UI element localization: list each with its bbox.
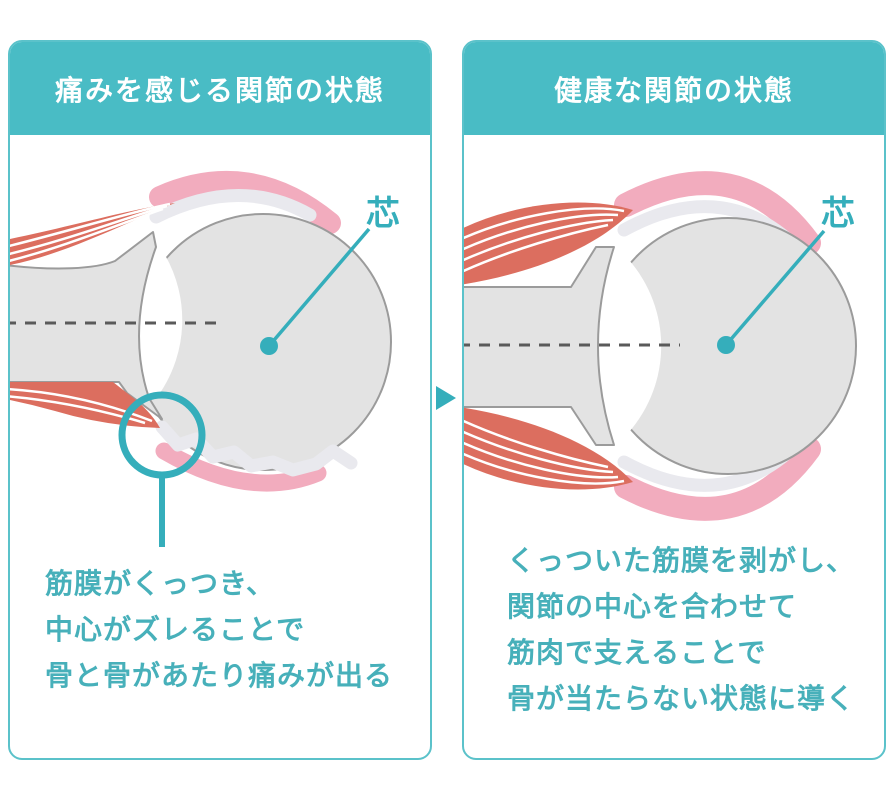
muscle-bottom-fiber: [10, 395, 146, 425]
fascia-band-top: [614, 171, 821, 255]
caption-line: 筋膜がくっつき、: [45, 568, 276, 599]
right-arrow-icon: [436, 386, 456, 410]
core-dot: [260, 337, 278, 355]
core-leader-line: [724, 229, 826, 347]
muscle-top-fiber: [464, 207, 625, 240]
caption-painful: 筋膜がくっつき、 中心がズレることで 骨と骨があたり痛みが出る: [45, 561, 393, 699]
muscle-bottom-fiber: [464, 430, 614, 474]
muscle-top-fiber: [464, 223, 609, 273]
joint-illustration-painful: 芯: [10, 170, 400, 547]
panel-painful-title: 痛みを感じる関節の状態: [10, 42, 430, 135]
core-dot: [717, 336, 735, 354]
capsule-layer-top: [149, 189, 317, 224]
caption-line: 骨が当たらない状態に導く: [507, 683, 856, 714]
panel-healthy-title: 健康な関節の状態: [464, 42, 884, 135]
core-label: 芯: [366, 195, 400, 233]
caption-line: 中心がズレることで: [45, 614, 306, 645]
caption-line: 骨と骨があたり痛みが出る: [45, 660, 394, 691]
core-label: 芯: [821, 195, 855, 233]
core-leader-line: [267, 227, 371, 348]
caption-line: くっついた筋膜を剥がし、: [507, 545, 856, 576]
muscle-bottom-fiber: [464, 452, 625, 485]
caption-healthy: くっついた筋膜を剥がし、 関節の中心を合わせて 筋肉で支えることで 骨が当たらな…: [507, 538, 855, 722]
muscle-top-fiber: [10, 207, 164, 262]
joint-illustration-healthy: 芯: [464, 171, 857, 521]
fascia-band-bottom: [155, 442, 327, 492]
caption-line: 筋肉で支えることで: [507, 637, 767, 668]
muscle-top-fiber: [464, 213, 619, 251]
caption-line: 関節の中心を合わせて: [507, 591, 798, 622]
panel-painful-joint: 痛みを感じる関節の状態: [8, 40, 432, 760]
panel-healthy-joint: 健康な関節の状態: [462, 40, 886, 760]
muscle-bottom-fiber: [464, 441, 619, 479]
muscle-top-fiber: [10, 202, 171, 248]
muscle-bottom-fiber: [10, 388, 153, 423]
joint-space-gap: [138, 247, 183, 398]
muscle-top-fiber: [10, 204, 168, 256]
muscle-top-fiber: [464, 218, 614, 262]
capsule-layer-bottom-wavy: [155, 420, 358, 477]
muscle-bottom-fiber: [464, 419, 609, 469]
fascia-band-bottom: [614, 437, 821, 521]
